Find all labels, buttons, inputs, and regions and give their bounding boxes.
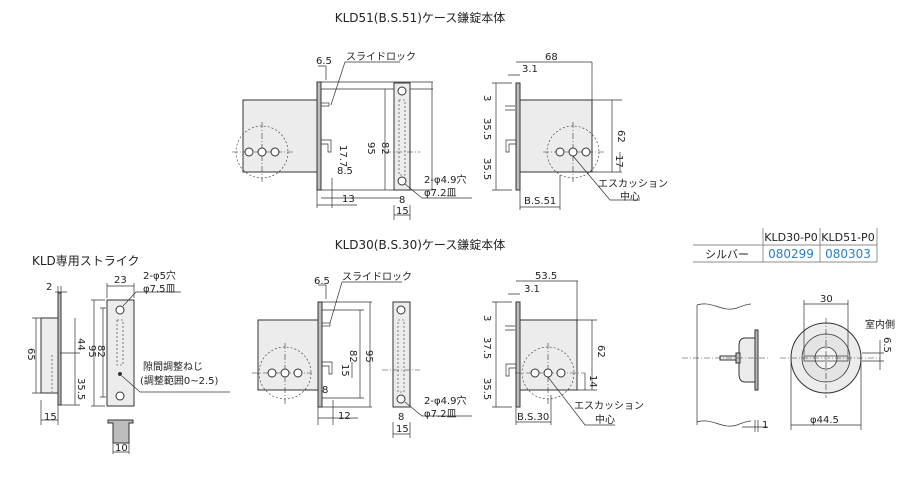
- kld51-dim-62: 62: [615, 130, 626, 143]
- kld30-dim-15: 15: [339, 364, 350, 377]
- strike-dim-15: 15: [44, 412, 57, 423]
- strike-screw-label: 隙間調整ねじ: [143, 360, 203, 373]
- kld51-side-view: [385, 82, 472, 220]
- kld51-dim-17: 17: [613, 155, 624, 168]
- kld51-dim-68: 68: [545, 52, 558, 63]
- strike-dim-65: 65: [25, 348, 36, 361]
- strike-title: KLD専用ストライク: [32, 254, 140, 268]
- table-row-label-silver: シルバー: [705, 248, 749, 261]
- kld30-dim-3-1: 3.1: [524, 284, 540, 295]
- kld51-dim-3: 3: [481, 95, 492, 101]
- strike-dim-35-5: 35.5: [75, 378, 86, 400]
- kld51-countersink-label: φ7.2皿: [424, 188, 457, 199]
- kld30-escutcheon-label: エスカッション: [574, 400, 644, 412]
- kld30-slide-lock-label: スライドロック: [342, 271, 412, 283]
- kld30-dim-82: 82: [347, 350, 358, 363]
- strike-dim-23: 23: [114, 275, 127, 286]
- kld51-escutcheon-label: エスカッション: [598, 178, 668, 190]
- kld51-dim-17-7: 17.7: [337, 145, 348, 167]
- strike-dim-95: 95: [86, 345, 97, 358]
- escutcheon-indoor-label: 室内側: [865, 318, 895, 331]
- product-code-table: [693, 228, 878, 263]
- kld51-center-label: 中心: [620, 190, 640, 203]
- strike-holes-label: 2-φ5穴: [143, 269, 176, 282]
- kld51-dim-6-5: 6.5: [316, 56, 332, 67]
- table-header-kld51: KLD51-P0: [821, 231, 874, 244]
- kld51-dim-35-5-top: 35.5: [481, 118, 492, 140]
- kld51-bs-label: B.S.51: [524, 196, 556, 207]
- strike-countersink-label: φ7.5皿: [143, 284, 176, 295]
- kld30-side-dim-8: 8: [398, 412, 404, 423]
- kld30-right-view: [492, 280, 615, 426]
- escutcheon-dim-30: 30: [820, 294, 833, 305]
- strike-range-label: (調整範囲0~2.5): [140, 374, 219, 387]
- kld30-dim-8: 8: [322, 385, 328, 396]
- kld30-dim-35-5: 35.5: [481, 378, 492, 400]
- kld30-center-label: 中心: [595, 413, 615, 426]
- kld51-front-view: [232, 61, 433, 208]
- kld51-dim-95: 95: [365, 142, 376, 155]
- kld51-right-view: [492, 61, 640, 210]
- kld51-side-dim-8: 8: [399, 195, 405, 206]
- kld30-dim-95: 95: [363, 350, 374, 363]
- kld30-dim-53-5: 53.5: [535, 271, 557, 282]
- kld51-title: KLD51(B.S.51)ケース鎌錠本体: [335, 10, 506, 25]
- kld30-dim-37-5: 37.5: [481, 337, 492, 359]
- kld51-slide-lock-label: スライドロック: [346, 51, 416, 63]
- escutcheon-front-view: [780, 300, 884, 430]
- kld30-side-view: [382, 301, 472, 438]
- kld30-dim-62: 62: [595, 345, 606, 358]
- escutcheon-dim-1: 1: [762, 420, 768, 431]
- table-cell-kld30-silver: 080299: [768, 247, 814, 261]
- kld30-dim-6-5: 6.5: [314, 276, 330, 287]
- kld30-dim-12: 12: [338, 411, 351, 422]
- escutcheon-dim-6-5: 6.5: [881, 337, 892, 353]
- kld30-bs-label: B.S.30: [517, 412, 549, 423]
- kld51-dim-35-5-bottom: 35.5: [481, 158, 492, 180]
- strike-front-view: [91, 283, 230, 454]
- kld30-countersink-label: φ7.2皿: [424, 409, 457, 420]
- strike-dim-82: 82: [95, 345, 106, 358]
- strike-side-view: [32, 286, 80, 425]
- table-header-kld30: KLD30-P0: [764, 231, 817, 244]
- kld51-dim-3-1: 3.1: [522, 64, 538, 75]
- kld51-dim-13: 13: [342, 194, 355, 205]
- escutcheon-dim-44-5: φ44.5: [810, 415, 839, 426]
- table-cell-kld51-silver: 080303: [825, 247, 871, 261]
- kld30-side-dim-15: 15: [396, 424, 409, 435]
- kld30-dim-14: 14: [587, 375, 598, 388]
- strike-dim-10: 10: [115, 443, 128, 454]
- kld30-holes-label: 2-φ4.9穴: [424, 394, 466, 407]
- kld51-side-dim-15: 15: [396, 206, 409, 217]
- kld51-dim-82: 82: [379, 142, 390, 155]
- kld51-dim-8-5: 8.5: [337, 166, 353, 177]
- strike-dim-44: 44: [75, 338, 86, 351]
- escutcheon-side-view: [682, 303, 770, 432]
- kld51-holes-label: 2-φ4.9穴: [424, 173, 466, 186]
- kld30-title: KLD30(B.S.30)ケース鎌錠本体: [335, 237, 506, 252]
- strike-dim-2: 2: [46, 282, 52, 293]
- kld30-dim-3: 3: [481, 315, 492, 321]
- kld30-front-view: [252, 281, 402, 425]
